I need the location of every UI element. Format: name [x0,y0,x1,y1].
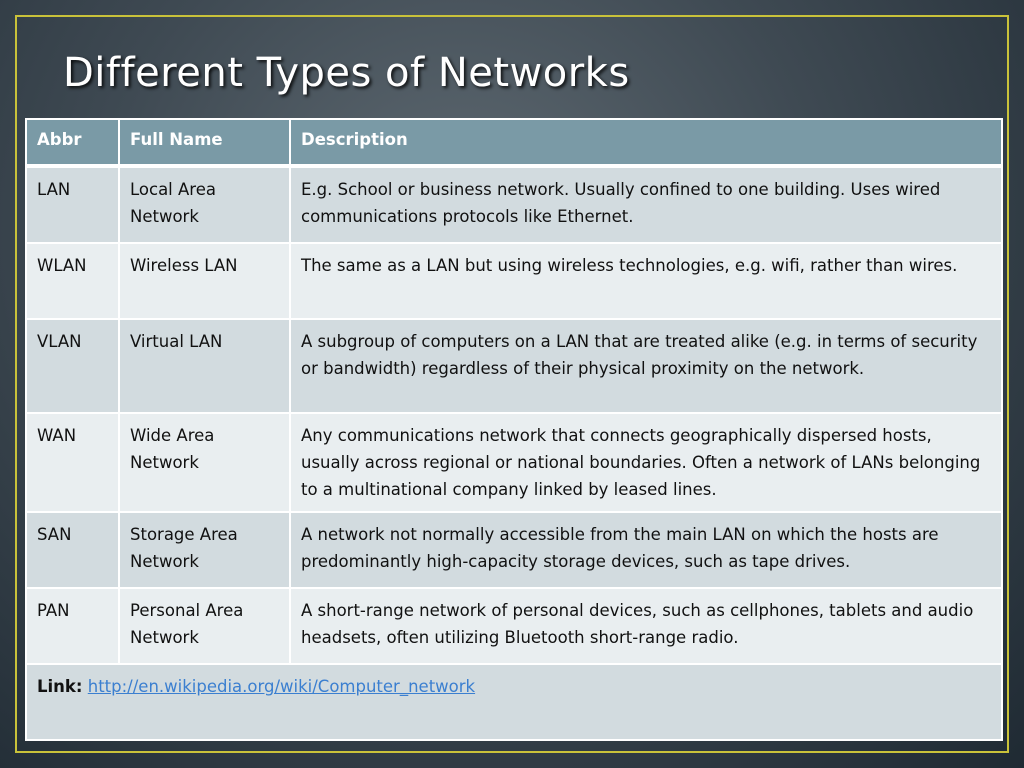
cell-full-name: Personal Area Network [118,587,291,665]
header-abbr: Abbr [25,118,120,168]
cell-abbr: WLAN [25,242,120,320]
link-cell: Link: http://en.wikipedia.org/wiki/Compu… [25,663,1003,741]
cell-full-name: Virtual LAN [118,318,291,414]
slide-frame [15,15,1009,753]
cell-description: A short-range network of personal device… [289,587,1003,665]
cell-abbr: WAN [25,412,120,513]
cell-full-name: Storage Area Network [118,511,291,589]
cell-description: A subgroup of computers on a LAN that ar… [289,318,1003,414]
cell-description: A network not normally accessible from t… [289,511,1003,589]
table-link-row: Link: http://en.wikipedia.org/wiki/Compu… [25,663,1003,741]
wikipedia-link[interactable]: http://en.wikipedia.org/wiki/Computer_ne… [87,677,476,696]
table-row: VLAN Virtual LAN A subgroup of computers… [25,318,1003,414]
table-row: SAN Storage Area Network A network not n… [25,511,1003,589]
slide-title: Different Types of Networks [63,50,630,96]
table-row: PAN Personal Area Network A short-range … [25,587,1003,665]
header-full-name: Full Name [118,118,291,168]
cell-full-name: Wireless LAN [118,242,291,320]
networks-table: Abbr Full Name Description LAN Local Are… [25,118,1003,741]
table-row: WLAN Wireless LAN The same as a LAN but … [25,242,1003,320]
header-description: Description [289,118,1003,168]
cell-description: Any communications network that connects… [289,412,1003,513]
cell-full-name: Wide Area Network [118,412,291,513]
cell-abbr: LAN [25,165,120,244]
cell-description: The same as a LAN but using wireless tec… [289,242,1003,320]
cell-abbr: VLAN [25,318,120,414]
table-header-row: Abbr Full Name Description [25,118,1003,168]
cell-abbr: PAN [25,587,120,665]
table-row: WAN Wide Area Network Any communications… [25,412,1003,513]
cell-abbr: SAN [25,511,120,589]
table-row: LAN Local Area Network E.g. School or bu… [25,165,1003,244]
cell-full-name: Local Area Network [118,165,291,244]
cell-description: E.g. School or business network. Usually… [289,165,1003,244]
link-label: Link: [37,677,83,696]
